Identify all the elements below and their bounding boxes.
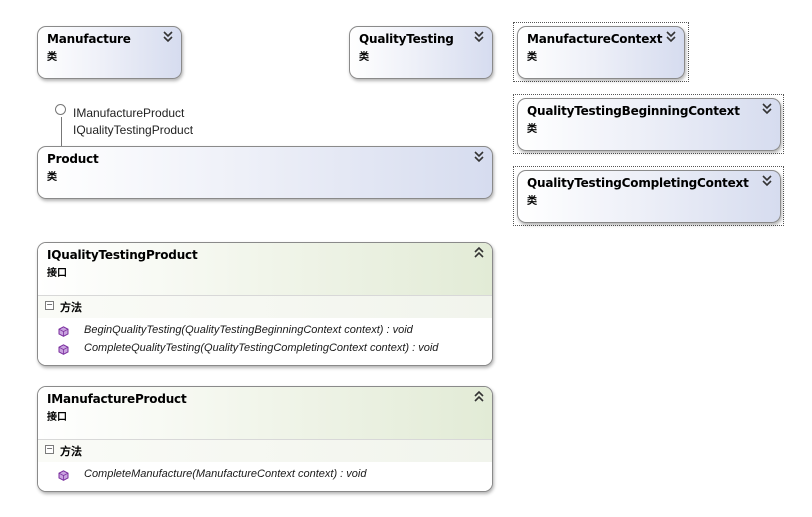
class-kind-label: 类 (359, 52, 369, 63)
selection-outline (513, 94, 784, 154)
interface-kind-label: 接口 (47, 412, 67, 423)
class-title: QualityTestingBeginningContext (527, 104, 740, 118)
interface-title: IManufactureProduct (47, 392, 187, 406)
class-kind-label: 类 (47, 52, 57, 63)
interface-body: − 方法 CompleteManufacture(ManufactureCont… (38, 439, 492, 491)
collapse-minus-icon[interactable]: − (45, 444, 54, 454)
interface-imanufacture-product[interactable]: IManufactureProduct 接口 − 方法 CompleteManu… (37, 386, 493, 492)
interface-lollipop-icon (55, 104, 66, 115)
interface-title: IQualityTestingProduct (47, 248, 198, 262)
interface-iquality-testing-product[interactable]: IQualityTestingProduct 接口 − 方法 BeginQual… (37, 242, 493, 366)
methods-section-header[interactable]: − 方法 (38, 440, 492, 462)
class-kind-label: 类 (527, 52, 537, 63)
interface-header: IManufactureProduct 接口 (38, 387, 492, 439)
method-cube-icon (58, 344, 69, 355)
collapse-minus-icon[interactable]: − (45, 300, 54, 310)
interface-body: − 方法 BeginQualityTesting(QualityTestingB… (38, 295, 492, 365)
selection-outline (513, 166, 784, 226)
method-signature: CompleteManufacture(ManufactureContext c… (84, 468, 367, 480)
double-chevron-down-icon[interactable] (473, 30, 485, 44)
interface-kind-label: 接口 (47, 268, 67, 279)
class-product[interactable]: Product 类 (37, 146, 493, 199)
class-manufacture[interactable]: Manufacture 类 (37, 26, 182, 79)
interface-lollipop-stem (61, 117, 62, 146)
class-quality-testing-beginning-context[interactable]: QualityTestingBeginningContext 类 (517, 98, 781, 151)
method-cube-icon (58, 470, 69, 481)
method-cube-icon (58, 326, 69, 337)
double-chevron-down-icon[interactable] (761, 174, 773, 188)
class-title: QualityTestingCompletingContext (527, 176, 749, 190)
class-quality-testing-completing-context[interactable]: QualityTestingCompletingContext 类 (517, 170, 781, 223)
section-label: 方法 (60, 445, 82, 458)
interface-header: IQualityTestingProduct 接口 (38, 243, 492, 295)
selection-outline (513, 22, 689, 82)
double-chevron-up-icon[interactable] (473, 246, 485, 260)
double-chevron-up-icon[interactable] (473, 390, 485, 404)
method-signature: CompleteQualityTesting(QualityTestingCom… (84, 342, 439, 354)
class-quality-testing[interactable]: QualityTesting 类 (349, 26, 493, 79)
methods-section-header[interactable]: − 方法 (38, 296, 492, 318)
double-chevron-down-icon[interactable] (162, 30, 174, 44)
implemented-interface-label: IManufactureProduct (73, 106, 185, 120)
double-chevron-down-icon[interactable] (473, 150, 485, 164)
class-kind-label: 类 (527, 196, 537, 207)
double-chevron-down-icon[interactable] (665, 30, 677, 44)
class-manufacture-context[interactable]: ManufactureContext 类 (517, 26, 685, 79)
class-kind-label: 类 (527, 124, 537, 135)
class-title: ManufactureContext (527, 32, 663, 46)
section-label: 方法 (60, 301, 82, 314)
method-signature: BeginQualityTesting(QualityTestingBeginn… (84, 324, 413, 336)
class-title: Product (47, 152, 99, 166)
class-title: Manufacture (47, 32, 131, 46)
class-title: QualityTesting (359, 32, 454, 46)
implemented-interface-label: IQualityTestingProduct (73, 123, 194, 137)
double-chevron-down-icon[interactable] (761, 102, 773, 116)
class-kind-label: 类 (47, 172, 57, 183)
